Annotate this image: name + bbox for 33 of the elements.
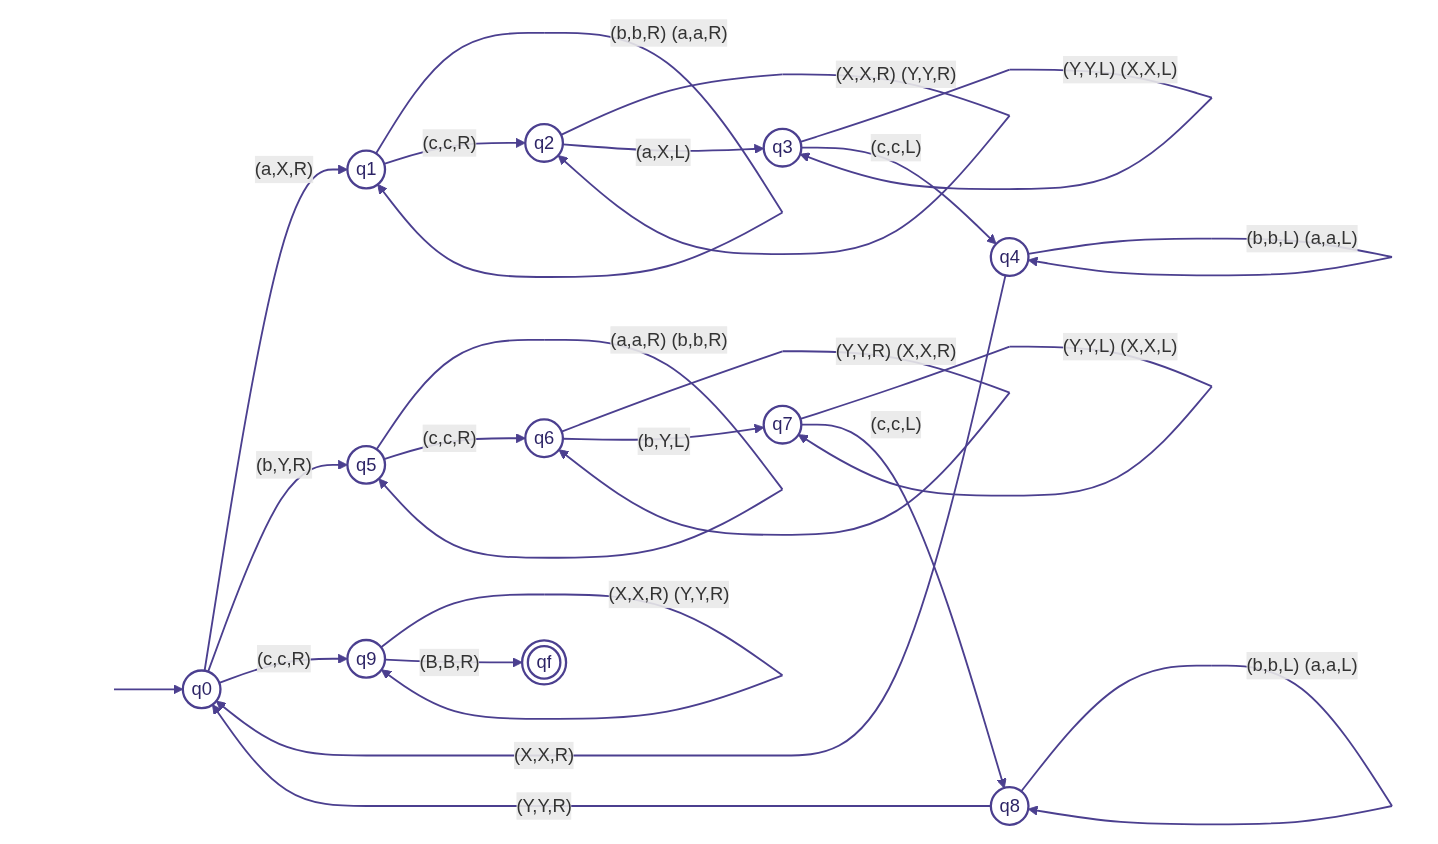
edge-label: (b,b,L) (a,a,L) bbox=[1246, 655, 1358, 675]
edge-label: (a,X,L) bbox=[635, 141, 692, 162]
node-circle: q2 bbox=[524, 122, 565, 163]
node-circle: q7 bbox=[762, 404, 803, 445]
node-circle: q5 bbox=[346, 444, 387, 485]
arrow bbox=[113, 684, 184, 695]
edge-label: (b,b,L) (a,a,L) bbox=[1246, 228, 1358, 248]
node-circle: q6 bbox=[524, 418, 565, 459]
edge-label: (X,X,R) bbox=[514, 745, 575, 765]
edge-label: (c,c,R) bbox=[257, 648, 312, 668]
edge-label: (Y,Y,R) bbox=[516, 795, 573, 816]
edge-label: (X,X,R) (Y,Y,R) bbox=[608, 584, 730, 604]
edge-label: (c,c,R) bbox=[422, 427, 477, 448]
edge-label: (a,X,R) bbox=[255, 159, 314, 179]
node-circle: q9 bbox=[346, 638, 387, 679]
node-circle: q1 bbox=[346, 149, 387, 190]
node-circle: q3 bbox=[762, 127, 803, 168]
edge-label: (B,B,R) bbox=[419, 652, 480, 672]
edge-label: (c,c,L) bbox=[870, 414, 922, 434]
edge-label: (X,X,R) (Y,Y,R) bbox=[836, 63, 957, 84]
node-circle: q8 bbox=[990, 786, 1030, 826]
edge-label: (Y,Y,R) (X,X,R) bbox=[836, 340, 957, 361]
node-circle: qf bbox=[521, 639, 568, 686]
edge-label: (b,Y,R) bbox=[256, 454, 313, 475]
edge-label: (c,c,L) bbox=[870, 137, 922, 157]
node-circle: q0 bbox=[182, 669, 222, 710]
edge-label: (Y,Y,L) (X,X,L) bbox=[1063, 336, 1178, 356]
edge-label: (b,b,R) (a,a,R) bbox=[610, 22, 728, 43]
edge-label: (b,Y,L) bbox=[637, 430, 691, 451]
node-circle: q4 bbox=[990, 237, 1030, 277]
edge-label: (a,a,R) (b,b,R) bbox=[610, 329, 728, 350]
edge-label: (c,c,R) bbox=[422, 132, 477, 153]
edge-label: (Y,Y,L) (X,X,L) bbox=[1063, 59, 1178, 79]
